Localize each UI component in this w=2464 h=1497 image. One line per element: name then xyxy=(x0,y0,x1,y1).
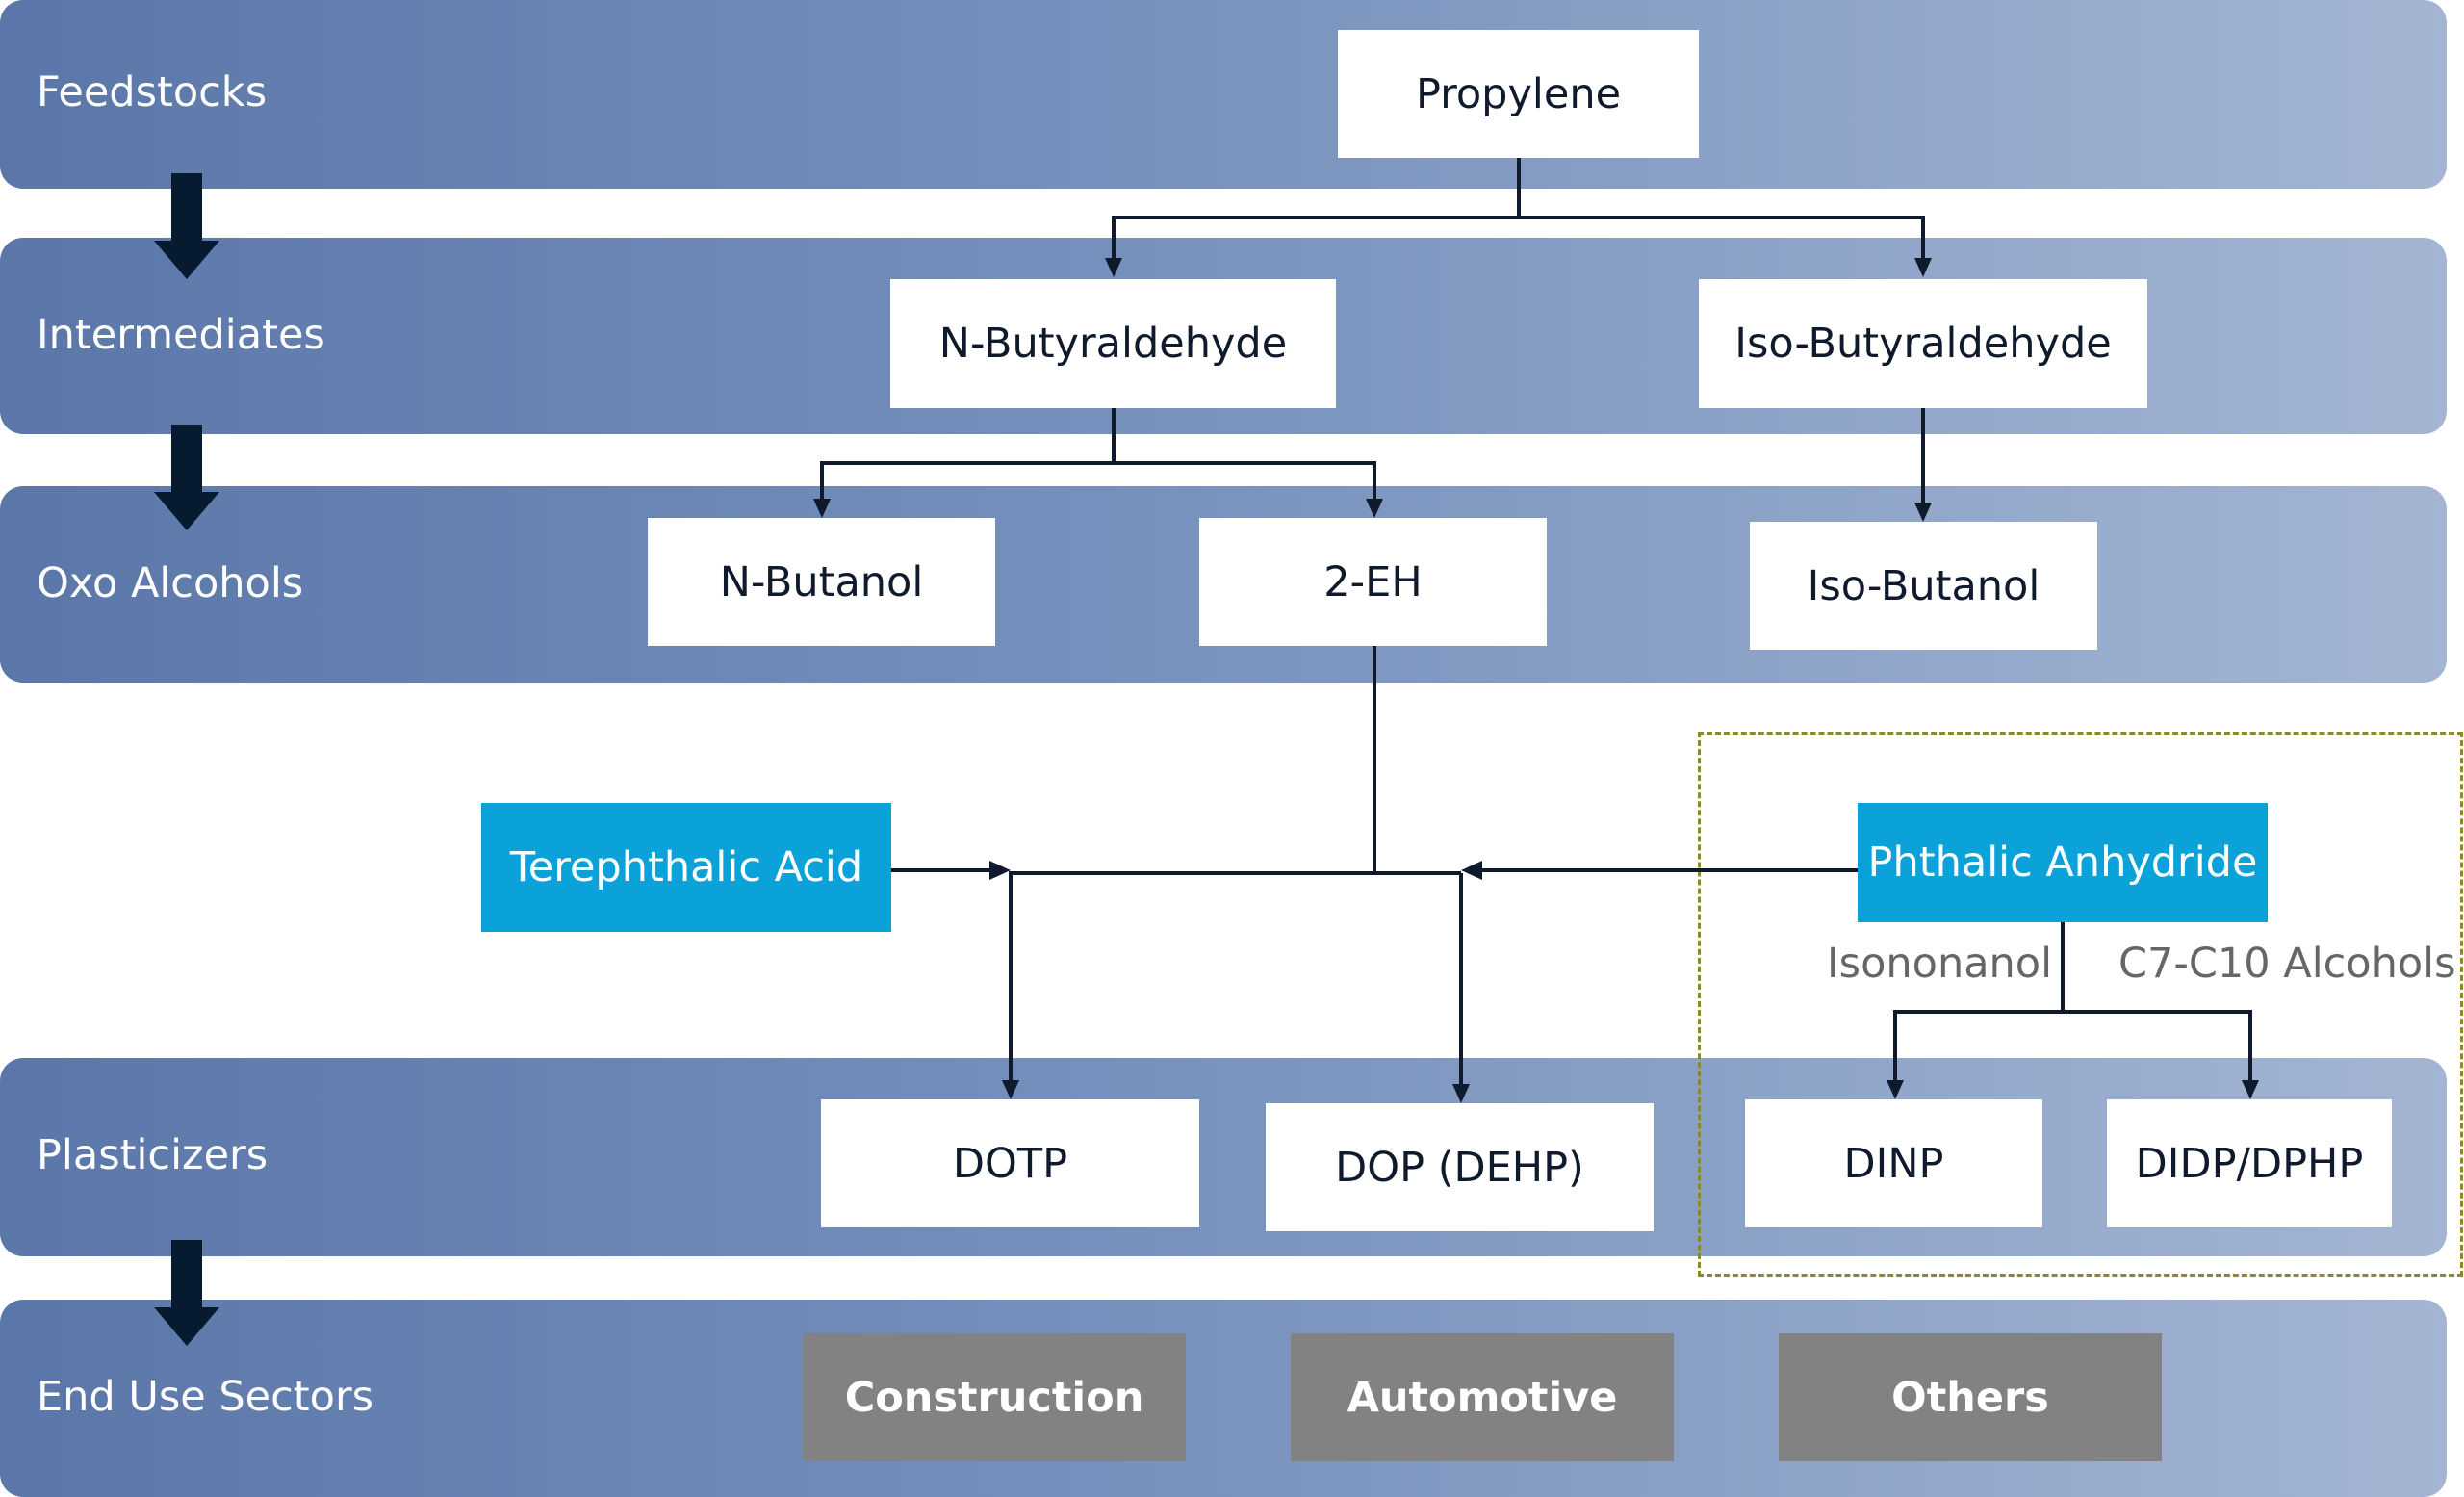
stage-label-end-use-sectors: End Use Sectors xyxy=(37,1373,374,1421)
node-n-butyraldehyde: N-Butyraldehyde xyxy=(890,279,1336,408)
node-iso-butanol: Iso-Butanol xyxy=(1750,522,2097,650)
node-2-eh: 2-EH xyxy=(1199,518,1547,646)
label-c7-c10-alcohols: C7-C10 Alcohols xyxy=(2118,940,2456,988)
node-iso-butyraldehyde: Iso-Butyraldehyde xyxy=(1699,279,2147,408)
node-didp-dphp: DIDP/DPHP xyxy=(2107,1099,2392,1227)
node-propylene: Propylene xyxy=(1338,30,1699,158)
stage-label-intermediates: Intermediates xyxy=(37,311,325,359)
stage-label-plasticizers: Plasticizers xyxy=(37,1131,269,1179)
stage-arrow-icon-2 xyxy=(154,425,219,530)
sector-automotive: Automotive xyxy=(1291,1333,1674,1461)
stage-arrow-icon-3 xyxy=(154,1240,219,1346)
label-isononanol: Isononanol xyxy=(1827,940,2053,988)
node-phthalic-anhydride: Phthalic Anhydride xyxy=(1858,803,2268,922)
node-n-butanol: N-Butanol xyxy=(648,518,995,646)
sector-others: Others xyxy=(1779,1333,2162,1461)
node-dinp: DINP xyxy=(1745,1099,2042,1227)
sector-construction: Construction xyxy=(803,1333,1186,1461)
stage-label-feedstocks: Feedstocks xyxy=(37,68,268,116)
node-dotp: DOTP xyxy=(821,1099,1199,1227)
node-terephthalic-acid: Terephthalic Acid xyxy=(481,803,891,932)
band-feedstocks: Feedstocks xyxy=(0,0,2447,189)
dashed-group-box xyxy=(1698,732,2463,1277)
stage-arrow-icon-1 xyxy=(154,173,219,279)
stage-label-oxo-alcohols: Oxo Alcohols xyxy=(37,559,304,607)
node-dop-dehp: DOP (DEHP) xyxy=(1266,1103,1654,1231)
